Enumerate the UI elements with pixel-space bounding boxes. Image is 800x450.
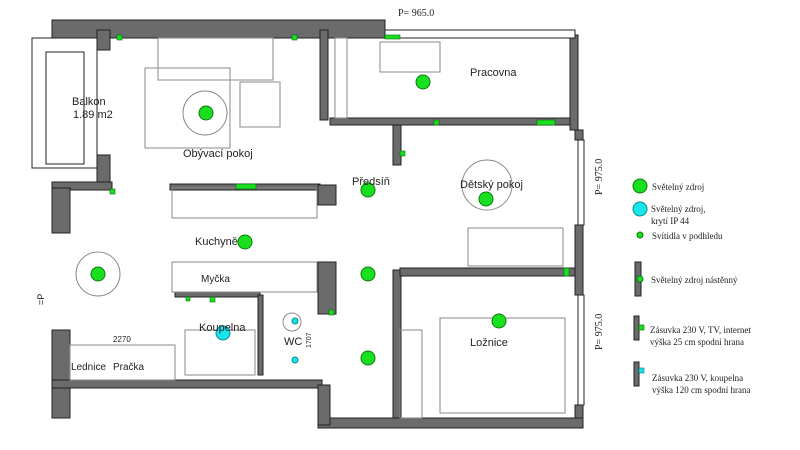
label-fridge: Lednice: [71, 362, 106, 373]
socket-tv-icon: [633, 315, 645, 341]
label-balcony-area: 1.89 m2: [73, 109, 113, 121]
legend-label: Svítidla v podhledu: [652, 231, 723, 241]
label-bedroom: Ložnice: [470, 337, 508, 349]
light-hall-2: [360, 266, 376, 282]
light-bedroom: [491, 313, 507, 329]
label-hall: Předsíň: [352, 176, 390, 188]
balcony: [31, 37, 98, 169]
study-window: [384, 29, 576, 39]
dim-right-lower: P= 975.0: [594, 314, 605, 350]
light-study: [415, 74, 431, 90]
dim-kitchen: 2270: [113, 335, 131, 344]
legend-label: Zásuvka 230 V, TV, internet: [650, 325, 751, 335]
light-source-icon: [632, 178, 648, 194]
walls: [51, 19, 584, 429]
label-kids: Dětský pokoj: [460, 179, 523, 191]
dim-top: P= 965.0: [398, 8, 434, 19]
bedroom-window: [577, 294, 585, 406]
wall-light-icon: [634, 261, 644, 297]
legend-label: Světelný zdroj nástěnný: [651, 275, 738, 285]
light-living: [198, 105, 214, 121]
legend-label: výška 25 cm spodní hrana: [650, 337, 744, 347]
legend-label: výška 120 cm spodní hrana: [652, 385, 750, 395]
legend-label: krytí IP 44: [651, 216, 690, 226]
legend-label: Světelný zdroj,: [651, 204, 706, 214]
legend-label: Zásuvka 230 V, koupelna: [652, 373, 743, 383]
kids-window: [577, 139, 585, 226]
light-kids: [478, 191, 494, 207]
label-dishwasher: Myčka: [201, 274, 230, 285]
furniture: [69, 37, 566, 419]
light-hall-3: [360, 350, 376, 366]
dim-right-upper: P= 975.0: [594, 159, 605, 195]
light-wc-1: [291, 317, 299, 325]
light-dining: [90, 266, 106, 282]
label-washer: Pračka: [113, 362, 145, 373]
light-kitchen: [237, 234, 253, 250]
label-wc: WC: [284, 336, 302, 348]
label-kitchen: Kuchyně: [195, 236, 238, 248]
light-bathroom: [215, 325, 231, 341]
legend-label: Světelný zdroj: [652, 182, 704, 192]
dim-left: =P: [36, 294, 46, 305]
label-study: Pracovna: [470, 67, 517, 79]
label-balcony: Balkon: [72, 96, 106, 108]
lights: [90, 34, 570, 366]
legend: Světelný zdroj Světelný zdroj, krytí IP …: [632, 178, 751, 395]
socket-bath-icon: [633, 361, 645, 387]
label-bathroom: Koupelna: [199, 322, 246, 334]
light-ip44-icon: [632, 201, 648, 217]
dim-wc: 1707: [306, 332, 313, 348]
light-hall-1: [360, 182, 376, 198]
recessed-light-icon: [636, 231, 644, 239]
light-wc-2: [291, 356, 299, 364]
label-living: Obývací pokoj: [183, 148, 253, 160]
